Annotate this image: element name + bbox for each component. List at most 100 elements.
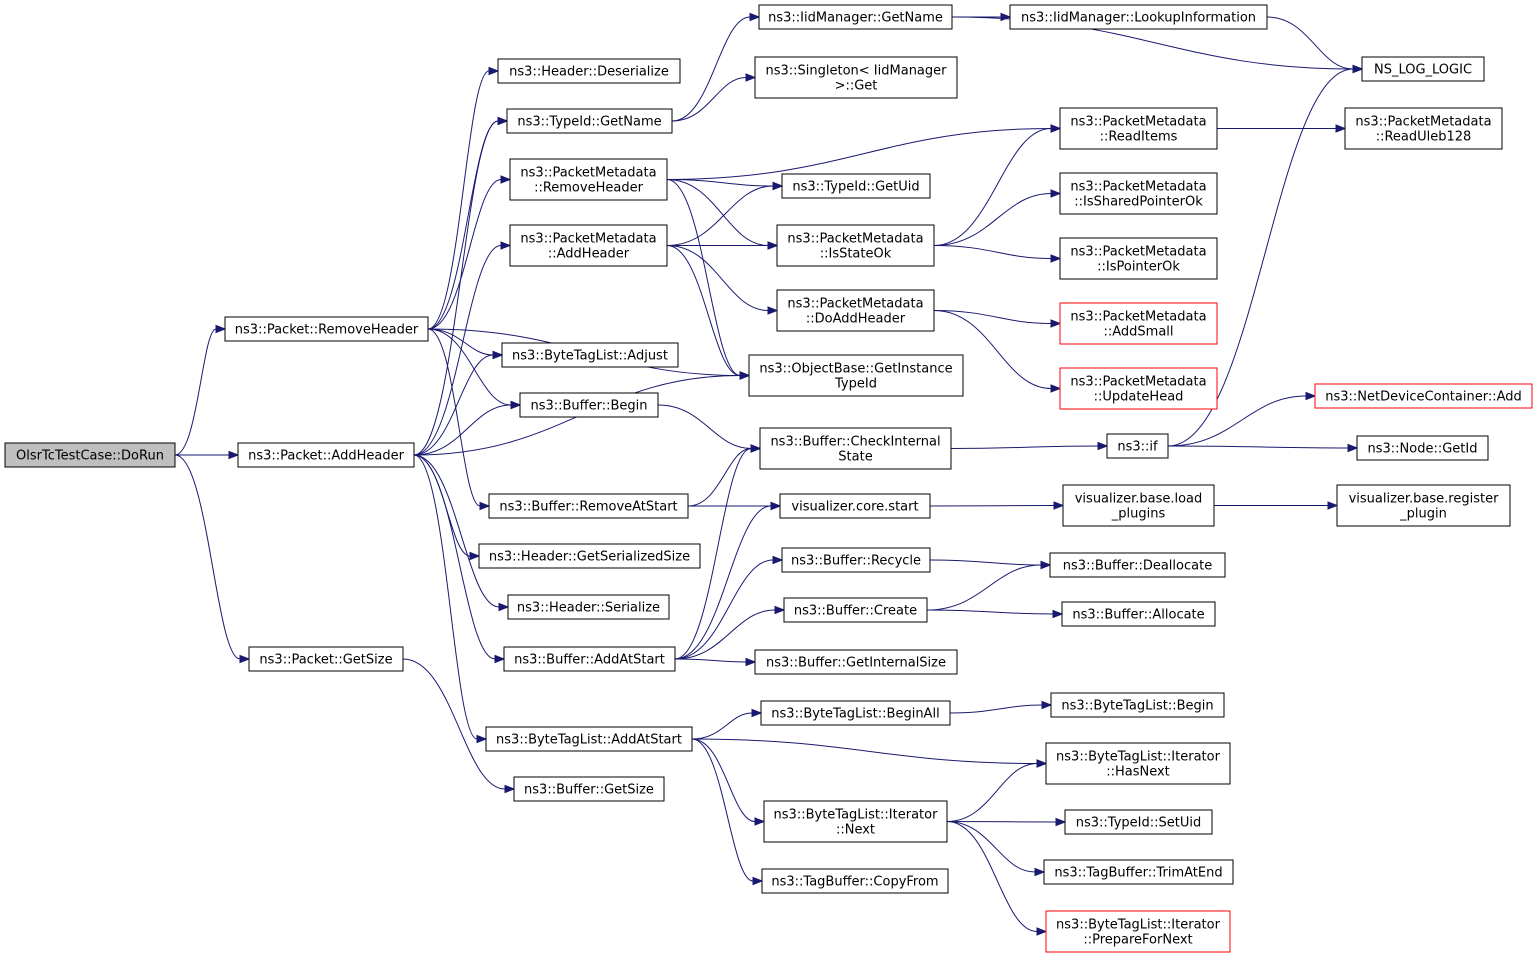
node-typeIdGetName[interactable]: ns3::TypeId::GetName: [506, 108, 673, 134]
node-getSize[interactable]: ns3::Packet::GetSize: [248, 646, 404, 672]
edge-pmIsStateOk-to-pmIsSharedPointerOk: [933, 193, 1052, 246]
node-typeIdSetUid[interactable]: ns3::TypeId::SetUid: [1064, 809, 1213, 835]
node-label: ns3::PacketMetadata: [1355, 115, 1491, 130]
node-addHeader[interactable]: ns3::Packet::AddHeader: [237, 442, 415, 468]
node-removeHeader[interactable]: ns3::Packet::RemoveHeader: [224, 316, 429, 342]
node-pmRemoveHeader[interactable]: ns3::PacketMetadata::RemoveHeader: [509, 158, 668, 201]
node-bufDeallocate[interactable]: ns3::Buffer::Deallocate: [1049, 552, 1226, 578]
node-hdrDeserialize[interactable]: ns3::Header::Deserialize: [497, 58, 681, 84]
node-label: ns3::Buffer::Allocate: [1072, 608, 1204, 623]
edge-addHeader-to-bufBegin: [413, 404, 512, 456]
node-btlIterNext[interactable]: ns3::ByteTagList::Iterator::Next: [763, 800, 948, 843]
node-doRun[interactable]: OlsrTcTestCase::DoRun: [4, 442, 176, 468]
node-label: ::HasNext: [1106, 765, 1170, 780]
node-label: ::DoAddHeader: [806, 312, 906, 327]
node-tagBufTrimAtEnd[interactable]: ns3::TagBuffer::TrimAtEnd: [1043, 859, 1234, 885]
node-btlIterHasNext[interactable]: ns3::ByteTagList::Iterator::HasNext: [1045, 742, 1231, 785]
edge-ns3If-to-nodeGetId: [1167, 445, 1349, 449]
node-hdrSerialize[interactable]: ns3::Header::Serialize: [507, 594, 670, 620]
node-bufRecycle[interactable]: ns3::Buffer::Recycle: [781, 547, 931, 573]
node-label: ns3::Buffer::GetSize: [524, 783, 654, 798]
node-label: ns3::PacketMetadata: [1070, 245, 1206, 260]
node-pmReadItems[interactable]: ns3::PacketMetadata::ReadItems: [1059, 107, 1218, 150]
node-bufCreate[interactable]: ns3::Buffer::Create: [783, 597, 928, 623]
node-vizCoreStart[interactable]: visualizer.core.start: [779, 493, 931, 519]
edge-pmRemoveHeader-to-pmReadItems: [666, 128, 1052, 180]
node-vizBaseLoadPlugins[interactable]: visualizer.base.load_plugins: [1062, 484, 1215, 527]
node-bufBegin[interactable]: ns3::Buffer::Begin: [519, 392, 659, 418]
node-pmAddHeader[interactable]: ns3::PacketMetadata::AddHeader: [509, 224, 668, 267]
edge-addHeader-to-pmAddHeader: [413, 245, 502, 456]
node-label: ns3::Packet::RemoveHeader: [235, 323, 419, 338]
node-bufGetInternalSize[interactable]: ns3::Buffer::GetInternalSize: [754, 649, 958, 675]
node-pmReadUleb128[interactable]: ns3::PacketMetadata::ReadUleb128: [1344, 107, 1503, 150]
node-pmDoAddHeader[interactable]: ns3::PacketMetadata::DoAddHeader: [776, 289, 935, 332]
node-tagBufCopyFrom[interactable]: ns3::TagBuffer::CopyFrom: [761, 868, 949, 894]
node-label: ns3::Buffer::GetInternalSize: [766, 656, 946, 671]
node-label: State: [838, 450, 872, 465]
node-box: [1361, 56, 1485, 82]
node-pmIsStateOk[interactable]: ns3::PacketMetadata::IsStateOk: [776, 224, 935, 267]
node-box: [1061, 601, 1216, 627]
node-box: [1344, 107, 1503, 150]
node-bufRemoveAtStart[interactable]: ns3::Buffer::RemoveAtStart: [488, 493, 689, 519]
node-box: [758, 4, 953, 30]
node-btlIterPrepareForNext[interactable]: ns3::ByteTagList::Iterator::PrepareForNe…: [1045, 910, 1231, 953]
arrowhead-btlIterNext-to-btlIterHasNext: [1036, 759, 1048, 768]
node-btlAdjust[interactable]: ns3::ByteTagList::Adjust: [501, 342, 679, 368]
edge-addHeader-to-btlAdjust: [413, 354, 494, 456]
node-bufGetSize[interactable]: ns3::Buffer::GetSize: [513, 776, 665, 802]
node-bufAllocate[interactable]: ns3::Buffer::Allocate: [1061, 601, 1216, 627]
node-iidGetName[interactable]: ns3::IidManager::GetName: [758, 4, 953, 30]
arrowhead-ns3If-to-ndcAdd: [1305, 391, 1317, 401]
node-ndcAdd[interactable]: ns3::NetDeviceContainer::Add: [1314, 383, 1533, 409]
node-label: ns3::Buffer::CheckInternal: [770, 435, 940, 450]
node-pmIsSharedPointerOk[interactable]: ns3::PacketMetadata::IsSharedPointerOk: [1059, 172, 1218, 215]
edge-bufAddAtStart-to-vizCoreStart: [674, 505, 772, 660]
edge-removeHeader-to-pmRemoveHeader: [427, 179, 502, 330]
node-box: [478, 543, 701, 569]
edge-removeHeader-to-typeIdGetName: [427, 120, 499, 330]
arrowhead-btlIterNext-to-typeIdSetUid: [1055, 817, 1067, 827]
arrowhead-pmIsStateOk-to-pmReadItems: [1050, 124, 1062, 133]
arrowhead-bufAddAtStart-to-vizCoreStart: [770, 501, 782, 511]
node-nodeGetId[interactable]: ns3::Node::GetId: [1356, 435, 1489, 461]
node-label: ns3::Singleton< IidManager: [765, 64, 947, 79]
node-pmIsPointerOk[interactable]: ns3::PacketMetadata::IsPointerOk: [1059, 237, 1218, 280]
node-vizBaseRegisterPlugin[interactable]: visualizer.base.register_plugin: [1336, 484, 1511, 527]
node-bufAddAtStart[interactable]: ns3::Buffer::AddAtStart: [503, 646, 676, 672]
node-ns3If[interactable]: ns3::if: [1106, 433, 1169, 459]
node-btlBegin[interactable]: ns3::ByteTagList::Begin: [1050, 692, 1225, 718]
node-label: ns3::Buffer::Deallocate: [1063, 559, 1212, 574]
arrowhead-pmReadItems-to-pmReadUleb128: [1335, 124, 1347, 133]
node-pmAddSmall[interactable]: ns3::PacketMetadata::AddSmall: [1059, 302, 1218, 345]
node-iidLookupInformation[interactable]: ns3::IidManager::LookupInformation: [1009, 4, 1268, 30]
node-pmUpdateHead[interactable]: ns3::PacketMetadata::UpdateHead: [1059, 367, 1218, 410]
edge-bufAddAtStart-to-bufGetInternalSize: [674, 658, 747, 663]
node-box: [760, 700, 951, 726]
node-btlBeginAll[interactable]: ns3::ByteTagList::BeginAll: [760, 700, 951, 726]
node-label: visualizer.base.load: [1075, 492, 1203, 507]
node-singletonGet[interactable]: ns3::Singleton< IidManager>::Get: [754, 56, 958, 99]
node-label: ns3::Header::Serialize: [517, 601, 660, 616]
arrowhead-addHeader-to-typeIdGetName: [497, 116, 509, 126]
edge-ns3If-to-nsLogLogic: [1167, 68, 1354, 447]
node-nsLogLogic[interactable]: NS_LOG_LOGIC: [1361, 56, 1485, 82]
node-box: [501, 342, 679, 368]
arrowhead-typeIdGetName-to-iidGetName: [749, 12, 761, 22]
node-box: [1059, 107, 1218, 150]
node-label: ns3::Buffer::AddAtStart: [514, 653, 665, 668]
arrowhead-bufAddAtStart-to-bufGetInternalSize: [745, 657, 757, 667]
node-box: [1106, 433, 1169, 459]
node-label: ns3::Packet::AddHeader: [248, 449, 404, 464]
node-typeIdGetUid[interactable]: ns3::TypeId::GetUid: [781, 173, 931, 199]
node-btlAddAtStart[interactable]: ns3::ByteTagList::AddAtStart: [485, 726, 693, 752]
node-label: ::AddSmall: [1103, 325, 1173, 340]
node-label: ::AddHeader: [548, 247, 630, 262]
arrowhead-typeIdGetName-to-singletonGet: [745, 73, 757, 82]
node-label: visualizer.core.start: [791, 500, 918, 515]
node-hdrGetSerializedSize[interactable]: ns3::Header::GetSerializedSize: [478, 543, 701, 569]
arrowhead-doRun-to-removeHeader: [215, 324, 227, 334]
